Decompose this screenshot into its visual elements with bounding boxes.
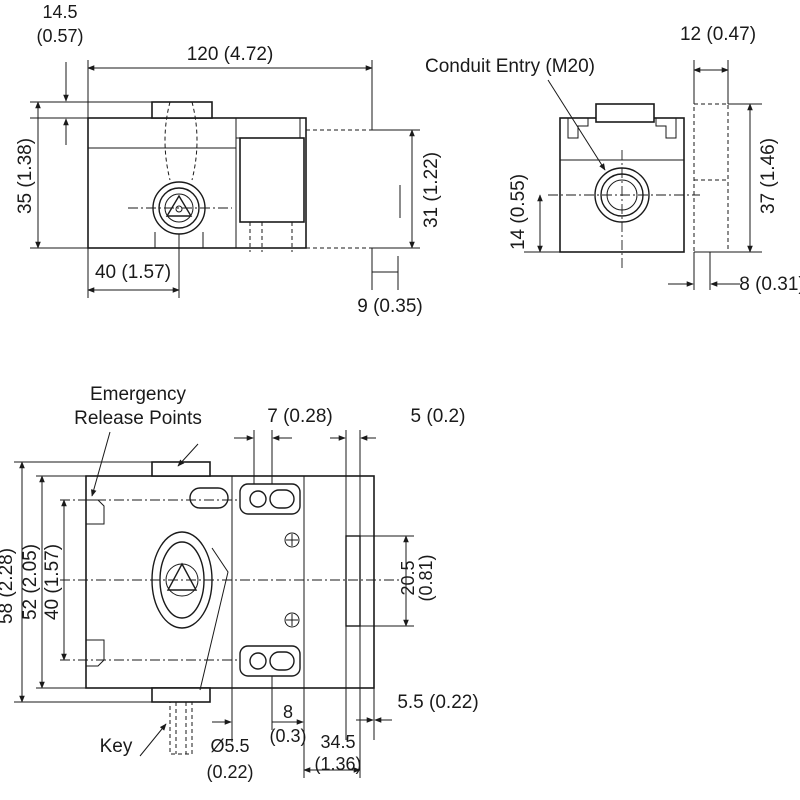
side-view: Conduit Entry (M20) 12 (0.47) 37 (1.46) … [425,24,800,295]
top-view: Emergency Release Points 7 (0.28) 5 (0.2… [0,384,479,782]
top-dim-inner-height-label: 40 (1.57) [42,544,63,620]
emergency-label-line2: Release Points [74,408,202,429]
emergency-label-line1: Emergency [90,384,187,405]
side-dim-bottom-offset-label: 8 (0.31) [739,274,800,295]
top-dim-hole-spacing-inch: (0.3) [269,726,306,746]
top-dim-edge-gap-label: 5 (0.2) [411,406,466,427]
key-icon [169,701,193,755]
front-dim-bottom-offset-label: 9 (0.35) [357,296,422,317]
top-dim-side-height-value: 20.5 [398,560,418,595]
top-dim-hole-dia-value: Ø5.5 [210,736,249,756]
top-dim-right-offset-value: 34.5 [320,732,355,752]
front-dim-height-label: 35 (1.38) [15,138,36,214]
front-view-connector-module [239,137,305,223]
top-dim-gap-right-label: 5.5 (0.22) [397,692,478,713]
side-dim-total-height-label: 37 (1.46) [758,138,779,214]
front-view-top-cap [151,101,213,119]
screw-icon [284,532,300,628]
side-dim-center-height-label: 14 (0.55) [508,174,529,250]
front-dim-top-offset-value: 14.5 [42,2,77,22]
front-dim-width-label: 120 (4.72) [187,44,274,65]
top-dim-side-height-inch: (0.81) [416,554,436,601]
top-dim-hole-spacing-value: 8 [283,702,293,722]
front-dim-top-offset-inch: (0.57) [36,26,83,46]
side-connector [345,535,361,627]
slot-lower [239,645,301,677]
key-label: Key [100,736,133,757]
top-view-body [85,475,375,689]
side-view-top-cap [595,103,655,123]
conduit-entry-label: Conduit Entry (M20) [425,56,595,77]
slot-upper [239,483,301,515]
top-dim-right-offset-inch: (1.36) [314,754,361,774]
side-dim-top-width-label: 12 (0.47) [680,24,756,45]
front-view: 120 (4.72) 14.5 (0.57) 35 (1.38) 31 (1.2… [15,2,442,317]
top-dim-hole-dia-inch: (0.22) [206,762,253,782]
top-dim-mid-height-label: 52 (2.05) [20,544,41,620]
front-dim-height-inner-label: 31 (1.22) [421,152,442,228]
top-dim-outer-height-label: 58 (2.28) [0,548,17,624]
top-dim-slot-width-label: 7 (0.28) [267,406,332,427]
front-dim-actuator-pos-label: 40 (1.57) [95,262,171,283]
